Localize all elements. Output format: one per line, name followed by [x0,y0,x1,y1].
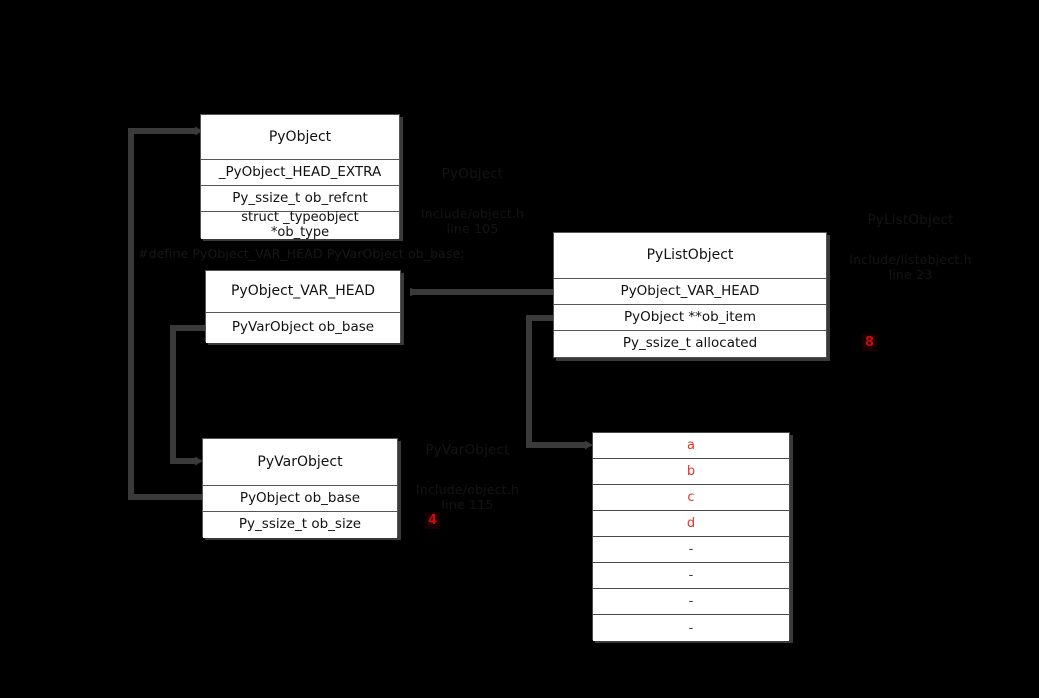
marker-ob-size-value: 4 [425,512,441,529]
array-cell-1[interactable]: b [593,459,789,485]
caption-pylistobject: PyListObject Include/listobject.h line 2… [828,198,993,297]
struct-pyobject-field-0: _PyObject_HEAD_EXTRA [201,160,399,186]
array-cell-5[interactable]: - [593,563,789,589]
struct-pylistobject-field-1: PyObject **ob_item [554,305,826,331]
caption-pyvarobject: PyVarObject Include/object.h line 115 [400,428,535,527]
struct-pyobject-var-head[interactable]: PyObject_VAR_HEAD PyVarObject ob_base [205,270,401,343]
ob-item-array[interactable]: a b c d - - - - [592,432,790,641]
array-cell-3[interactable]: d [593,511,789,537]
struct-pylistobject-field-0: PyObject_VAR_HEAD [554,279,826,305]
struct-pyobject[interactable]: PyObject _PyObject_HEAD_EXTRA Py_ssize_t… [200,114,400,239]
struct-pyobject-field-1: Py_ssize_t ob_refcnt [201,186,399,212]
struct-pyobject-field-2: struct _typeobject *ob_type [201,210,399,239]
struct-var-head-field-0: PyVarObject ob_base [206,313,400,343]
array-cell-6[interactable]: - [593,589,789,615]
struct-var-head-title: PyObject_VAR_HEAD [206,271,400,313]
struct-pyvarobject-field-0: PyObject ob_base [203,486,397,512]
struct-pylistobject[interactable]: PyListObject PyObject_VAR_HEAD PyObject … [553,232,827,358]
caption-pyvarobject-title: PyVarObject [425,442,510,458]
link-pyvarobject-to-pyobject [128,126,203,500]
struct-pyvarobject-field-1: Py_ssize_t ob_size [203,512,397,538]
array-cell-0[interactable]: a [593,433,789,459]
array-cell-4[interactable]: - [593,537,789,563]
caption-pyvarobject-source: Include/object.h line 115 [415,482,520,512]
caption-pylistobject-title: PyListObject [867,212,954,228]
struct-pylistobject-field-2: Py_ssize_t allocated [554,331,826,357]
struct-pyvarobject[interactable]: PyVarObject PyObject ob_base Py_ssize_t … [202,438,398,538]
struct-pyobject-title: PyObject [201,115,399,160]
macro-define-text: #define PyObject_VAR_HEAD PyVarObject ob… [138,246,465,261]
array-cell-2[interactable]: c [593,485,789,511]
caption-pyobject-title: PyObject [441,166,504,182]
struct-pylistobject-title: PyListObject [554,233,826,279]
caption-pylistobject-source: Include/listobject.h line 23 [849,252,972,282]
link-varhead-to-pyvarobject [170,325,205,466]
struct-pyvarobject-title: PyVarObject [203,439,397,486]
caption-pyobject: PyObject Include/object.h line 105 [405,152,540,251]
array-cell-7[interactable]: - [593,615,789,641]
caption-pyobject-source: Include/object.h line 105 [420,206,525,236]
marker-allocated-value: 8 [862,334,878,351]
